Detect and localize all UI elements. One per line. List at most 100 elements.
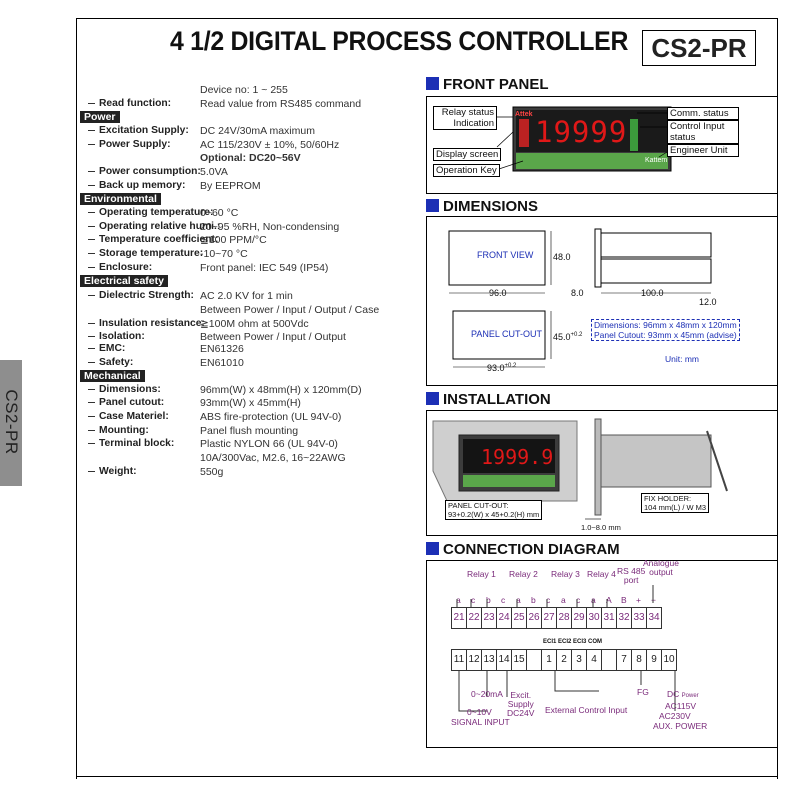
cutout-callout: PANEL CUT-OUT:93+0.2(W) x 45+0.2(H) mm bbox=[445, 500, 543, 520]
terminal-8: 8 bbox=[631, 649, 647, 671]
terminal-letter: a bbox=[456, 595, 461, 605]
terminal-32: 32 bbox=[616, 607, 632, 629]
dim-d12: 12.0 bbox=[699, 297, 717, 307]
section-electrical-safety: Electrical safety bbox=[80, 275, 168, 287]
spec-value-case: ABS fire-protection (UL 94V-0) bbox=[200, 411, 342, 423]
terminal-21: 21 bbox=[451, 607, 467, 629]
device-no: Device no: 1 ~ 255 bbox=[200, 84, 288, 96]
dc-power-label: DC Power bbox=[667, 689, 699, 699]
page-frame bbox=[76, 18, 778, 779]
unit-label: Unit: mm bbox=[665, 354, 699, 364]
terminal-letter: A bbox=[606, 595, 612, 605]
panel-cutout-label: PANEL CUT-OUT bbox=[471, 329, 543, 339]
terminal-28: 28 bbox=[556, 607, 572, 629]
terminal-29: 29 bbox=[571, 607, 587, 629]
terminal-9: 9 bbox=[646, 649, 662, 671]
terminal-31: 31 bbox=[601, 607, 617, 629]
signal-input-label: SIGNAL INPUT bbox=[451, 717, 510, 727]
spec-label-storage-temp: Storage temperature: bbox=[88, 248, 203, 259]
terminal-4: 4 bbox=[586, 649, 602, 671]
eci-label: ECI3 bbox=[573, 639, 587, 645]
spec-label-insulation: Insulation resistance: bbox=[88, 318, 205, 329]
relay3-label: Relay 3 bbox=[551, 569, 580, 579]
fix-holder-callout: FIX HOLDER:104 mm(L) / W M3 bbox=[641, 493, 710, 513]
spec-value-op-humi: 20~95 %RH, Non-condensing bbox=[200, 221, 340, 233]
terminal-24: 24 bbox=[496, 607, 512, 629]
front-panel-drawing bbox=[433, 106, 672, 172]
spec-value-op-temp: 0~60 °C bbox=[200, 207, 239, 219]
terminal-34: 34 bbox=[646, 607, 662, 629]
terminal-7: 7 bbox=[616, 649, 632, 671]
spec-label-emc: EMC: bbox=[88, 343, 125, 354]
terminal-letter: c bbox=[576, 595, 581, 605]
front-panel-heading-text: FRONT PANEL bbox=[443, 76, 549, 93]
spec-value-read: Read value from RS485 command bbox=[200, 98, 362, 110]
spec-value-dielectric: AC 2.0 KV for 1 min bbox=[200, 290, 293, 302]
dim-h45: 45.0+0.2 bbox=[553, 332, 583, 342]
terminal-22: 22 bbox=[466, 607, 482, 629]
spec-value-enclosure: Front panel: IEC 549 (IP54) bbox=[200, 262, 329, 274]
spec-label-power-supply: Power Supply: bbox=[88, 139, 171, 150]
brand-logo: Attek bbox=[515, 111, 533, 118]
front-view-label: FRONT VIEW bbox=[477, 250, 534, 260]
terminal-25: 25 bbox=[511, 607, 527, 629]
terminal-letter: a bbox=[591, 595, 596, 605]
spec-value-isolation: Between Power / Input / Output bbox=[200, 331, 346, 343]
dim-d8: 8.0 bbox=[571, 288, 584, 298]
installation-heading-text: INSTALLATION bbox=[443, 391, 551, 408]
front-panel-display: 19999 bbox=[535, 115, 628, 149]
spec-label-mounting: Mounting: bbox=[88, 425, 149, 436]
spec-label-temp-coeff: Temperature coefficient: bbox=[88, 234, 218, 245]
thickness-label: 1.0~8.0 mm bbox=[581, 523, 621, 532]
terminal-letter: c bbox=[471, 595, 476, 605]
label-display-screen: Display screen bbox=[433, 148, 502, 161]
eci-label: ECI1 bbox=[543, 639, 557, 645]
dimensions-box: FRONT VIEW 48.0 96.0 8.0 100.0 12.0 PANE… bbox=[426, 216, 778, 386]
terminal-27: 27 bbox=[541, 607, 557, 629]
spec-value-backup: By EEPROM bbox=[200, 180, 261, 192]
ext-ctrl-label: External Control Input bbox=[545, 705, 628, 715]
terminal-23: 23 bbox=[481, 607, 497, 629]
terminal-letter: − bbox=[651, 595, 656, 605]
fg-label: FG bbox=[637, 687, 649, 697]
terminal-letter: a bbox=[516, 595, 521, 605]
terminal-letter: b bbox=[531, 595, 536, 605]
side-tab-label: CS2-PR bbox=[2, 389, 21, 455]
terminal-26: 26 bbox=[526, 607, 542, 629]
spec-value-panel-cutout: 93mm(W) x 45mm(H) bbox=[200, 397, 301, 409]
spec-label-case: Case Materiel: bbox=[88, 411, 169, 422]
side-tab[interactable]: CS2-PR bbox=[0, 360, 22, 486]
spec-label-weight: Weight: bbox=[88, 466, 137, 477]
terminal-letter: B bbox=[621, 595, 627, 605]
label-comm-status: Comm. status bbox=[667, 107, 739, 120]
terminal-13: 13 bbox=[481, 649, 497, 671]
terminal-letter: a bbox=[561, 595, 566, 605]
model-badge: CS2-PR bbox=[642, 30, 756, 66]
aux-power-label: AUX. POWER bbox=[653, 721, 708, 731]
installation-box: 1999.9 PANEL CUT-OUT:93+0.2(W) x 45+0.2(… bbox=[426, 410, 778, 536]
terminal-letter: b bbox=[486, 595, 491, 605]
front-brand: Kattem bbox=[645, 157, 668, 164]
dimensions-heading-text: DIMENSIONS bbox=[443, 198, 539, 215]
dim-d100: 100.0 bbox=[641, 288, 664, 298]
spec-value-power-optional: Optional: DC20~56V bbox=[200, 152, 301, 164]
ac115-label: AC115V bbox=[665, 701, 697, 711]
spec-label-enclosure: Enclosure: bbox=[88, 262, 152, 273]
v-label: 0~10V bbox=[467, 707, 492, 717]
spec-value-temp-coeff: ≦100 PPM/°C bbox=[200, 234, 267, 246]
section-square-icon bbox=[426, 542, 439, 555]
front-panel-heading: FRONT PANEL bbox=[426, 76, 549, 94]
terminal-letter: + bbox=[636, 595, 641, 605]
spec-label-backup: Back up memory: bbox=[88, 180, 185, 191]
installation-heading: INSTALLATION bbox=[426, 391, 551, 409]
eci-label: COM bbox=[588, 639, 602, 645]
page-title: 4 1/2 DIGITAL PROCESS CONTROLLER bbox=[170, 26, 629, 56]
spec-label-safety: Safety: bbox=[88, 357, 133, 368]
spec-value-safety: EN61010 bbox=[200, 357, 244, 369]
